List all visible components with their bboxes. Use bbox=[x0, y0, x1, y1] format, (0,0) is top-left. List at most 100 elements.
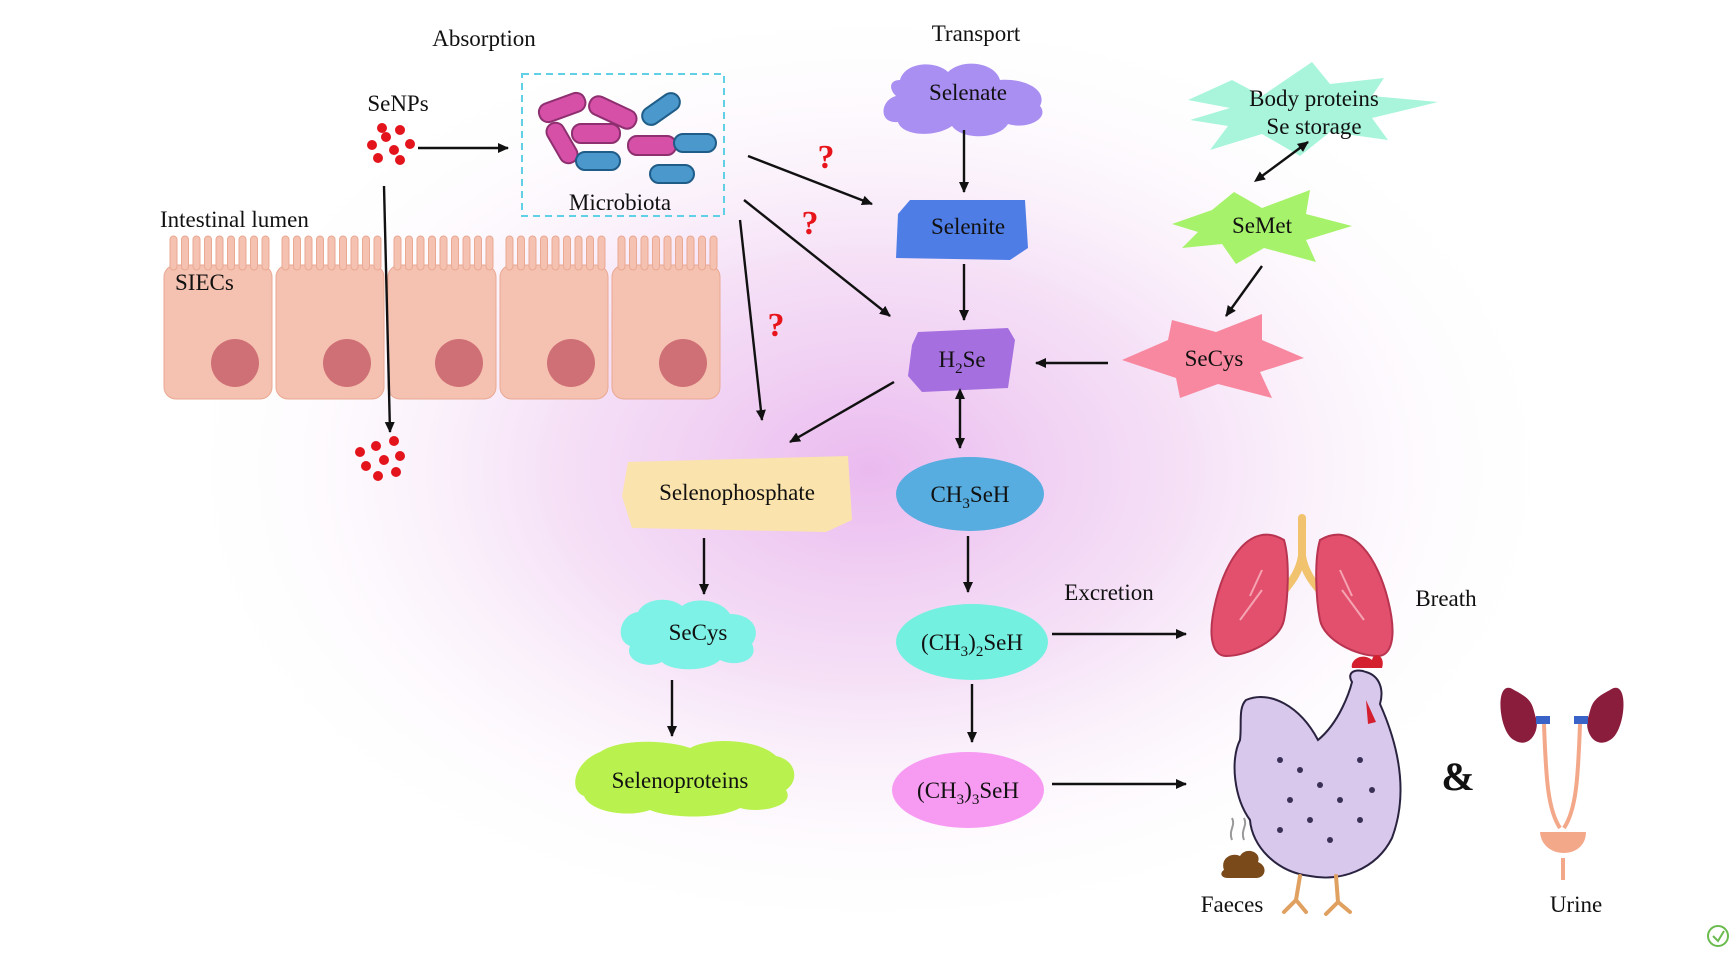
microvillus bbox=[663, 235, 672, 271]
microvillus bbox=[393, 235, 402, 271]
question-mark-2: ? bbox=[802, 205, 819, 242]
microvillus bbox=[597, 235, 606, 271]
selenite-label: Selenite bbox=[931, 214, 1005, 239]
microbiota-box bbox=[521, 73, 725, 217]
microvillus bbox=[640, 235, 649, 271]
selenoproteins-node bbox=[575, 741, 795, 817]
microvillus bbox=[204, 235, 212, 271]
microvillus bbox=[339, 235, 347, 271]
microvillus bbox=[281, 235, 290, 271]
semet-node bbox=[1172, 190, 1352, 264]
trimethylselenonium-node bbox=[892, 752, 1044, 828]
microvillus bbox=[675, 235, 683, 271]
arrow-semet-to-secys bbox=[1225, 265, 1263, 317]
microvillus bbox=[238, 235, 247, 271]
faeces-label: Faeces bbox=[1201, 892, 1264, 917]
kidneys-icon bbox=[1500, 687, 1624, 880]
microvillus bbox=[439, 235, 448, 271]
arrow-microbiota-to-h2se bbox=[743, 199, 891, 317]
secys-right-label: SeCys bbox=[1185, 346, 1244, 371]
microvillus bbox=[215, 235, 224, 271]
microvillus bbox=[304, 235, 313, 271]
microvillus bbox=[629, 235, 637, 271]
ch3seh-label: CH3SeH bbox=[930, 482, 1009, 512]
microvillus bbox=[563, 235, 571, 271]
arrow-microbiota-to-selenophosphate bbox=[738, 219, 766, 421]
microvillus bbox=[528, 235, 537, 271]
microvillus bbox=[551, 235, 560, 271]
microvillus bbox=[362, 235, 370, 271]
microvillus bbox=[586, 235, 594, 271]
microvillus bbox=[293, 235, 301, 271]
microvillus bbox=[192, 235, 201, 271]
intestinal-lumen-label: Intestinal lumen bbox=[160, 207, 309, 232]
microvillus bbox=[698, 235, 706, 271]
dimethylselenide-node bbox=[896, 604, 1048, 680]
arrow-senps-through-cells bbox=[382, 185, 395, 433]
selenophosphate-node bbox=[622, 456, 852, 532]
microvillus bbox=[181, 235, 189, 271]
selenite-node bbox=[896, 200, 1028, 260]
question-mark-1: ? bbox=[818, 139, 835, 176]
poop-icon bbox=[1221, 817, 1265, 878]
intestinal-epithelium bbox=[163, 235, 721, 400]
microvillus bbox=[350, 235, 359, 271]
microvillus bbox=[505, 235, 514, 271]
arrow-h2se-to-selenophosphate bbox=[789, 380, 895, 444]
chicken-icon bbox=[1233, 654, 1402, 916]
microvillus bbox=[709, 235, 718, 271]
lungs-icon bbox=[1210, 514, 1394, 658]
microvillus bbox=[474, 235, 482, 271]
transport-heading: Transport bbox=[932, 21, 1021, 46]
microvillus bbox=[428, 235, 436, 271]
dimethylselenide-label: (CH3)2SeH bbox=[921, 630, 1023, 660]
semet-label: SeMet bbox=[1232, 213, 1293, 238]
microvillus bbox=[327, 235, 336, 271]
microvillus bbox=[574, 235, 583, 271]
microvillus bbox=[405, 235, 413, 271]
microvillus bbox=[316, 235, 324, 271]
secys-right-node bbox=[1122, 314, 1304, 398]
microvillus bbox=[617, 235, 626, 271]
nanoparticle-cluster-top bbox=[367, 123, 415, 165]
microvillus bbox=[652, 235, 660, 271]
microvillus bbox=[250, 235, 258, 271]
excretion-heading: Excretion bbox=[1064, 580, 1154, 605]
microvillus bbox=[485, 235, 494, 271]
ampersand: & bbox=[1441, 754, 1474, 799]
microvillus bbox=[686, 235, 695, 271]
secys-left-label: SeCys bbox=[669, 620, 728, 645]
h2se-label: H2Se bbox=[938, 347, 985, 377]
bacteria-icon bbox=[537, 91, 717, 184]
microvillus bbox=[373, 235, 382, 271]
h2se-node bbox=[908, 328, 1015, 392]
ch3seh-node bbox=[896, 457, 1044, 531]
arrow-microbiota-to-selenite bbox=[747, 154, 873, 206]
body-proteins-label: Body proteins bbox=[1249, 86, 1379, 111]
trimethylselenonium-label: (CH3)3SeH bbox=[917, 778, 1019, 808]
body-proteins-node bbox=[1188, 62, 1438, 156]
microvillus bbox=[261, 235, 270, 271]
corner-logo-icon bbox=[1707, 925, 1729, 947]
microvillus bbox=[540, 235, 548, 271]
senps-label: SeNPs bbox=[367, 91, 428, 116]
microvillus bbox=[416, 235, 425, 271]
absorption-heading: Absorption bbox=[432, 26, 536, 51]
se-storage-label: Se storage bbox=[1266, 114, 1361, 139]
selenophosphate-label: Selenophosphate bbox=[659, 480, 815, 505]
breath-label: Breath bbox=[1415, 586, 1477, 611]
microvilli bbox=[169, 235, 718, 271]
microbiota-label: Microbiota bbox=[569, 190, 671, 215]
urine-label: Urine bbox=[1550, 892, 1602, 917]
selenoproteins-label: Selenoproteins bbox=[612, 768, 749, 793]
selenate-label: Selenate bbox=[929, 80, 1007, 105]
nanoparticle-cluster-bottom bbox=[355, 436, 405, 481]
microvillus bbox=[169, 235, 178, 271]
microvillus bbox=[227, 235, 235, 271]
cell-nuclei bbox=[211, 339, 707, 387]
secys-left-node bbox=[620, 599, 756, 670]
microvillus bbox=[517, 235, 525, 271]
question-mark-3: ? bbox=[768, 307, 785, 344]
